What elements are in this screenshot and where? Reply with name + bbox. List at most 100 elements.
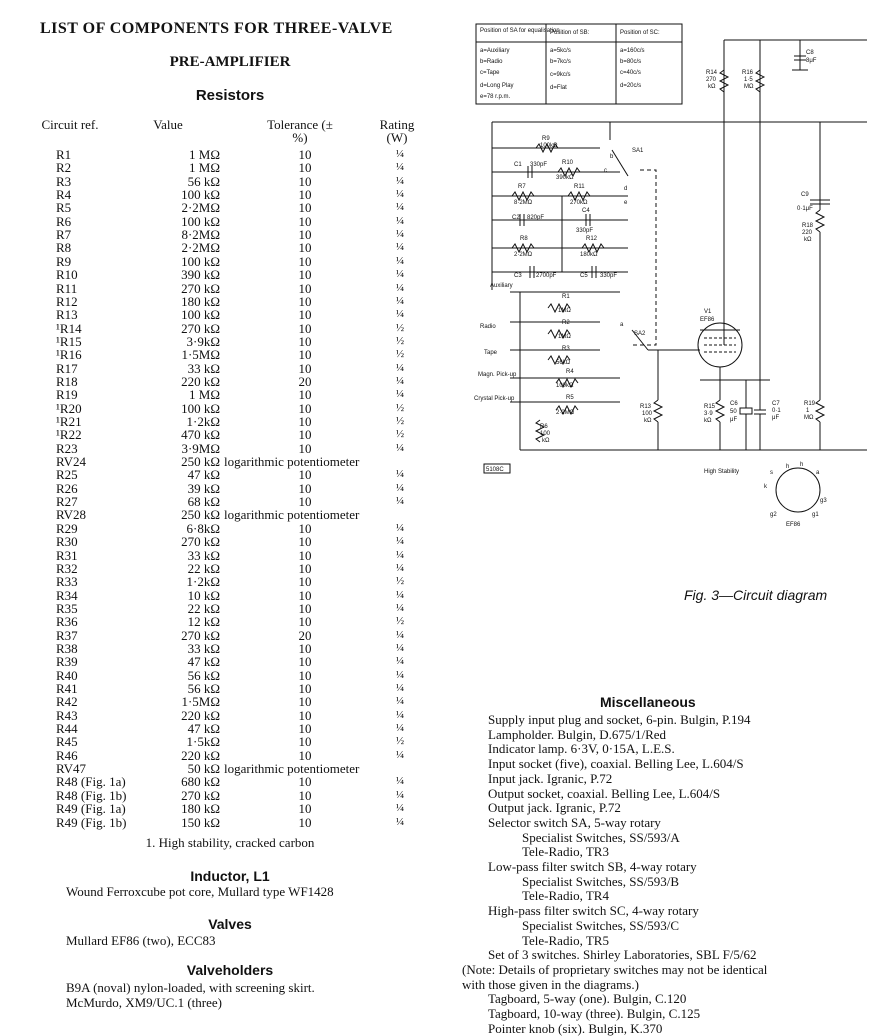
col-header-rating: Rating (W) — [379, 117, 415, 145]
label-r8-value: 2·2MΩ — [514, 252, 533, 258]
tolerance-cell: 10 — [298, 253, 312, 269]
value-cell: 270 kΩ — [181, 534, 220, 550]
value-cell: 3·9MΩ — [181, 440, 220, 456]
switch-pos-label: c — [604, 168, 607, 174]
misc-item: Output jack. Igranic, P.72 — [488, 800, 621, 816]
tolerance-cell: 10 — [298, 200, 312, 216]
tolerance-cell: 20 — [298, 627, 312, 643]
misc-heading: Miscellaneous — [600, 694, 696, 710]
rating-cell: ¼ — [395, 561, 405, 574]
misc-item: Supply input plug and socket, 6-pin. Bul… — [488, 712, 751, 727]
ref-cell: R31 — [56, 547, 78, 563]
rating-cell: ½ — [395, 401, 405, 414]
value-cell: 390 kΩ — [181, 267, 220, 283]
label-r8: R8 — [520, 236, 528, 242]
pin-label: a — [816, 470, 820, 476]
rating-cell: ¼ — [395, 294, 405, 307]
rating-cell: ¼ — [395, 148, 405, 160]
label-r10: R10 — [562, 160, 574, 166]
label-crystal-pickup: Crystal Pick-up — [474, 396, 515, 402]
ref-cell: ¹R15 — [56, 333, 82, 349]
label-r9-value: 100kΩ — [540, 143, 558, 149]
rating-cell: ¼ — [395, 788, 405, 801]
rating-cell: ¼ — [395, 775, 405, 788]
tolerance-cell: 10 — [298, 787, 312, 803]
label-c9: C9 — [801, 192, 809, 198]
potentiometer-note: logarithmic potentiometer — [224, 507, 360, 523]
table-col3-item: b=80c/s — [620, 59, 641, 65]
value-cell: 3·9kΩ — [186, 333, 221, 349]
ref-cell: R10 — [56, 267, 78, 283]
rating-cell: ¼ — [395, 361, 405, 374]
value-cell: 68 kΩ — [187, 494, 220, 510]
switch-pos-label: d — [624, 186, 627, 192]
rating-cell: ¼ — [395, 228, 405, 241]
pin-label: k — [764, 484, 768, 490]
label-v1-type: EF86 — [700, 317, 715, 323]
rating-cell: ½ — [395, 575, 405, 588]
tolerance-cell: 10 — [298, 400, 312, 416]
label-c4: C4 — [582, 208, 590, 214]
misc-item: Specialist Switches, SS/593/C — [522, 917, 680, 933]
label-r11: R11 — [574, 184, 585, 190]
tolerance-cell: 10 — [298, 160, 312, 176]
label-r14: R14 — [706, 70, 718, 76]
label-c4-value: 330pF — [576, 228, 593, 234]
label-c6: C6 — [730, 401, 738, 407]
value-cell: 47 kΩ — [187, 721, 220, 737]
col-header-value: Value — [153, 117, 183, 132]
misc-item: Low-pass filter switch SB, 4-way rotary — [488, 859, 697, 875]
rating-cell: ¼ — [395, 174, 405, 187]
value-cell: 22 kΩ — [187, 560, 220, 576]
label-r4: R4 — [566, 369, 574, 375]
value-cell: 33 kΩ — [187, 360, 220, 376]
tolerance-cell: 10 — [298, 614, 312, 630]
rating-cell: ¼ — [395, 655, 405, 668]
label-r13-unit: kΩ — [644, 418, 652, 424]
label-c3-value: 2700pF — [536, 273, 557, 279]
value-cell: 270 kΩ — [181, 627, 220, 643]
ref-cell: R37 — [56, 627, 78, 643]
tolerance-cell: 10 — [298, 187, 312, 203]
valveholders-heading: Valveholders — [186, 962, 274, 978]
value-cell: 680 kΩ — [181, 774, 220, 790]
table-col1-item: c=Tape — [480, 70, 500, 76]
value-cell: 50 kΩ — [187, 761, 220, 777]
ref-cell: R49 (Fig. 1a) — [56, 801, 126, 817]
label-r1-value: 1MΩ — [558, 308, 571, 314]
page-title: LIST OF COMPONENTS FOR THREE-VALVE — [40, 20, 393, 37]
value-cell: 56 kΩ — [187, 667, 220, 683]
label-sa2: SA2 — [634, 331, 646, 337]
misc-item: Specialist Switches, SS/593/B — [522, 873, 680, 889]
misc-item: Input jack. Igranic, P.72 — [488, 770, 613, 786]
rating-cell: ¼ — [395, 241, 405, 254]
label-c8: C8 — [806, 50, 814, 56]
label-r7: R7 — [518, 184, 526, 190]
ref-cell: ¹R16 — [56, 347, 82, 363]
pin-label: h — [800, 462, 803, 468]
inductor-heading: Inductor, L1 — [190, 868, 270, 884]
rating-cell: ¼ — [395, 308, 405, 321]
label-r19-value: 1 — [806, 408, 810, 414]
value-cell: 1·5MΩ — [181, 694, 220, 710]
table-col2-item: c=9kc/s — [550, 72, 571, 78]
pin-label: g1 — [812, 512, 819, 518]
ref-cell: R4 — [56, 187, 72, 203]
tolerance-cell: 10 — [298, 654, 312, 670]
rating-cell: ¼ — [395, 201, 405, 214]
label-r16: R16 — [742, 70, 754, 76]
label-r18-value: 220 — [802, 230, 813, 236]
label-r16-value: 1·5 — [744, 77, 753, 83]
tolerance-cell: 10 — [298, 587, 312, 603]
ref-cell: R45 — [56, 734, 78, 750]
misc-item: Selector switch SA, 5-way rotary — [488, 814, 661, 830]
